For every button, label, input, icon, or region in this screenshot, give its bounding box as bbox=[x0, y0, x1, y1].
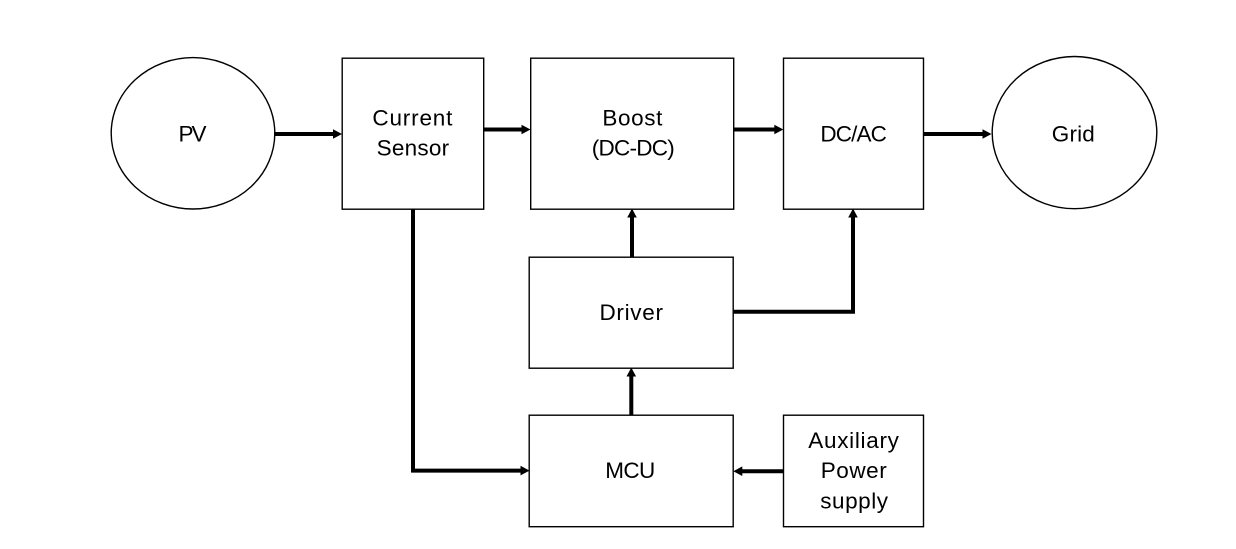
svg-text:Auxiliary: Auxiliary bbox=[808, 428, 899, 453]
svg-text:Current: Current bbox=[372, 106, 453, 131]
svg-text:Sensor: Sensor bbox=[377, 136, 450, 161]
svg-text:Grid: Grid bbox=[1052, 122, 1095, 147]
svg-text:supply: supply bbox=[820, 488, 889, 513]
svg-text:PV: PV bbox=[179, 122, 207, 147]
svg-text:Driver: Driver bbox=[599, 300, 663, 325]
svg-text:MCU: MCU bbox=[605, 458, 655, 483]
svg-text:DC/AC: DC/AC bbox=[820, 122, 887, 147]
svg-text:(DC-DC): (DC-DC) bbox=[592, 136, 675, 161]
svg-text:Boost: Boost bbox=[602, 106, 663, 131]
svg-text:Power: Power bbox=[821, 458, 888, 483]
